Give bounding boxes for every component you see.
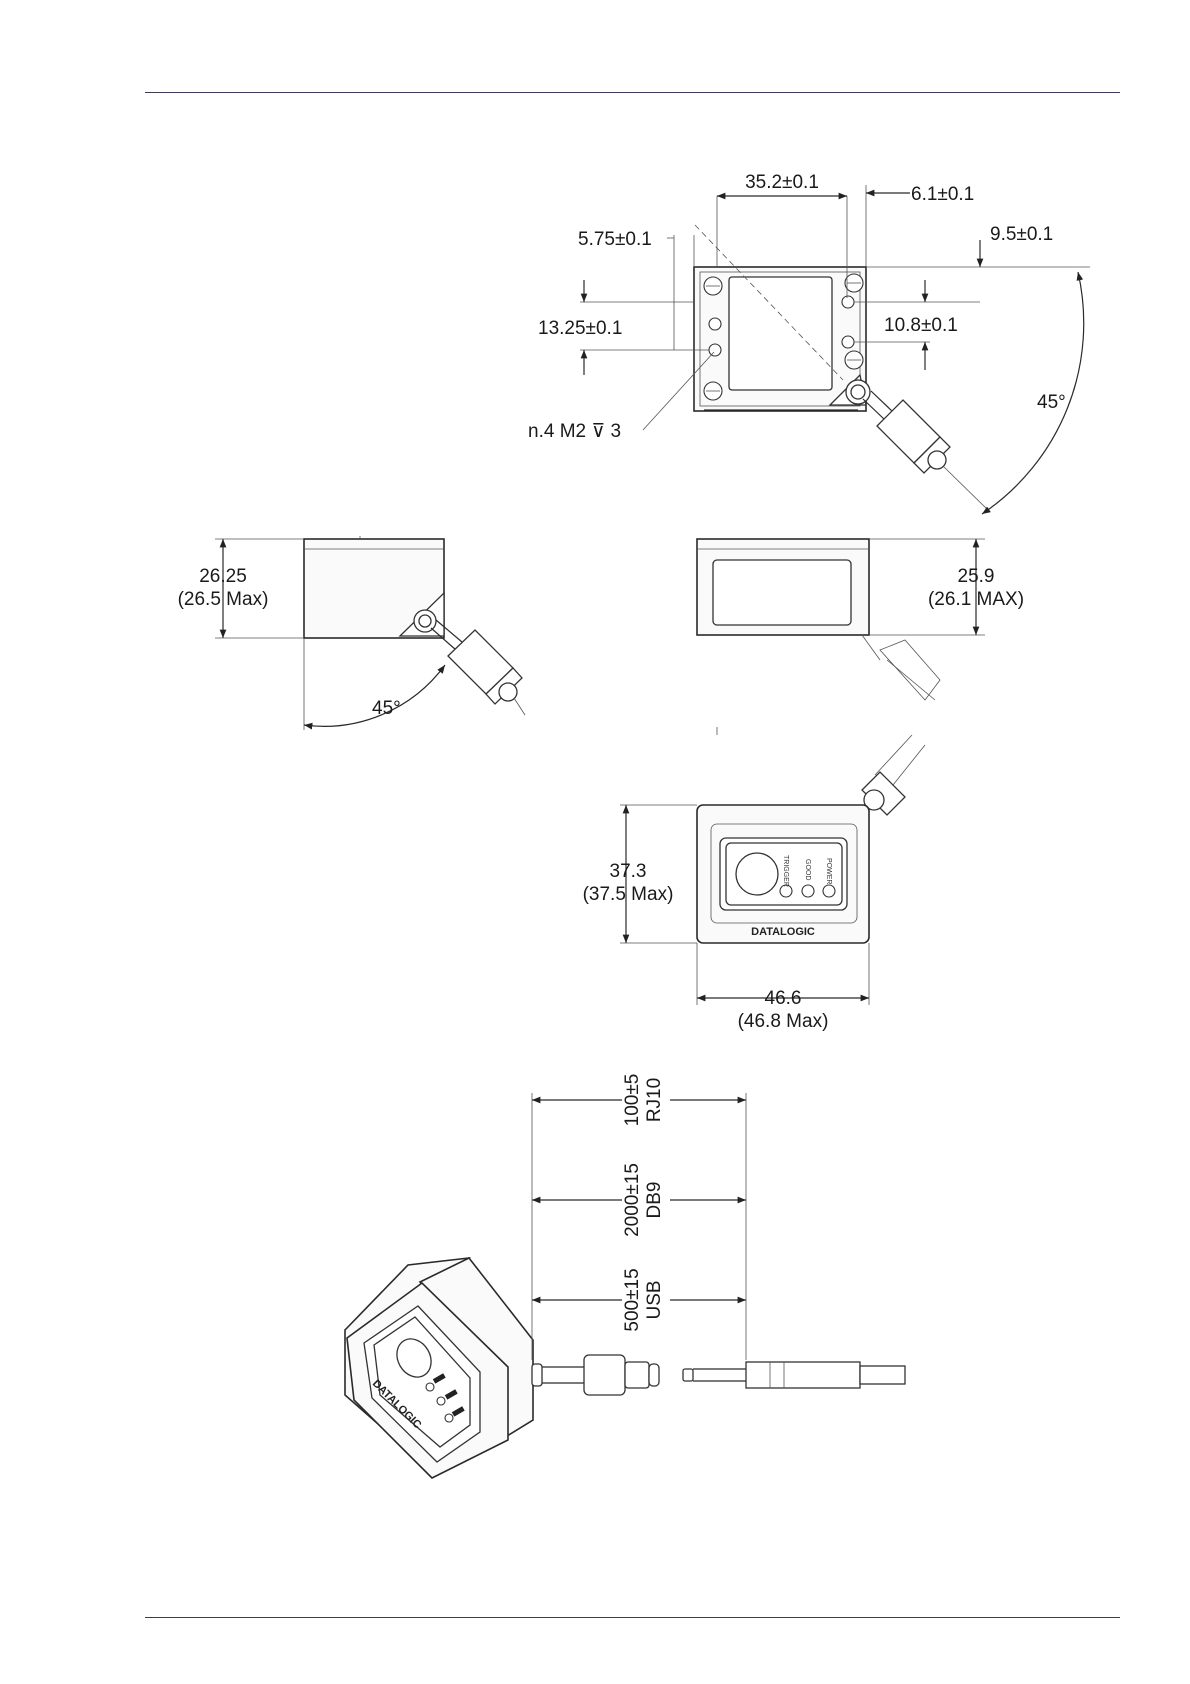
- front-height-max: (37.5 Max): [583, 884, 674, 905]
- left-side-height-max: (26.5 Max): [178, 589, 269, 610]
- front-width-max: (46.8 Max): [738, 1011, 829, 1032]
- m2-hole: [842, 296, 854, 308]
- cable-length-db9: 2000±15: [622, 1163, 643, 1237]
- front-height: 37.3: [610, 861, 647, 882]
- ferrite-core: [584, 1355, 625, 1395]
- left-side-cable-angle: 45°: [372, 698, 401, 719]
- top-view: 35.2±0.1 6.1±0.1 5.75±0.1 9.5±0.1 13.25±…: [528, 172, 1090, 514]
- cable-connector-usb: USB: [644, 1280, 665, 1319]
- m2-hole: [842, 336, 854, 348]
- led-label-trigger: TRIGGER: [782, 855, 789, 887]
- top-view-cable-angle: 45°: [1037, 392, 1066, 413]
- front-view: TRIGGER GOOD POWER DATALOGIC 37.3 (37.5 …: [583, 727, 925, 1032]
- thread-note: n.4 M2 ⊽ 3: [528, 421, 621, 442]
- dim-width-top: 35.2±0.1: [745, 172, 819, 193]
- iso-reader: DATALOGIC: [345, 1258, 533, 1478]
- dim-left-spacing: 13.25±0.1: [538, 318, 622, 339]
- left-side-height: 26.25: [199, 566, 247, 587]
- m2-hole: [709, 318, 721, 330]
- cable-view: DATALOGIC 100±5 RJ10 2000±15 DB9 500±15 …: [345, 1070, 905, 1478]
- usb-plug: [860, 1366, 905, 1384]
- front-width: 46.6: [765, 988, 802, 1009]
- dim-hole-offset: 5.75±0.1: [578, 229, 652, 250]
- dim-right-offset: 6.1±0.1: [911, 184, 974, 205]
- dim-top-offset: 9.5±0.1: [990, 224, 1053, 245]
- lens: [736, 853, 778, 895]
- dim-right-spacing: 10.8±0.1: [884, 315, 958, 336]
- cable-length-rj10: 100±5: [622, 1074, 643, 1127]
- m2-hole: [709, 344, 721, 356]
- top-view-cable: [830, 375, 990, 512]
- right-side-view: 25.9 (26.1 MAX): [697, 539, 1024, 700]
- cable-length-usb: 500±15: [622, 1268, 643, 1331]
- led-label-power: POWER: [825, 858, 832, 884]
- led-label-good: GOOD: [804, 859, 811, 880]
- left-side-view: 26.25 (26.5 Max) 45°: [178, 536, 525, 730]
- right-side-window: [713, 560, 851, 625]
- led-good: [802, 885, 814, 897]
- top-view-window: [729, 277, 832, 390]
- right-side-height: 25.9: [958, 566, 995, 587]
- cable-connector-db9: DB9: [644, 1182, 665, 1219]
- right-side-height-max: (26.1 MAX): [928, 589, 1024, 610]
- brand-logo: DATALOGIC: [751, 926, 815, 938]
- usb-connector: [746, 1362, 860, 1388]
- cable-connector-rj10: RJ10: [644, 1078, 665, 1122]
- led-power: [823, 885, 835, 897]
